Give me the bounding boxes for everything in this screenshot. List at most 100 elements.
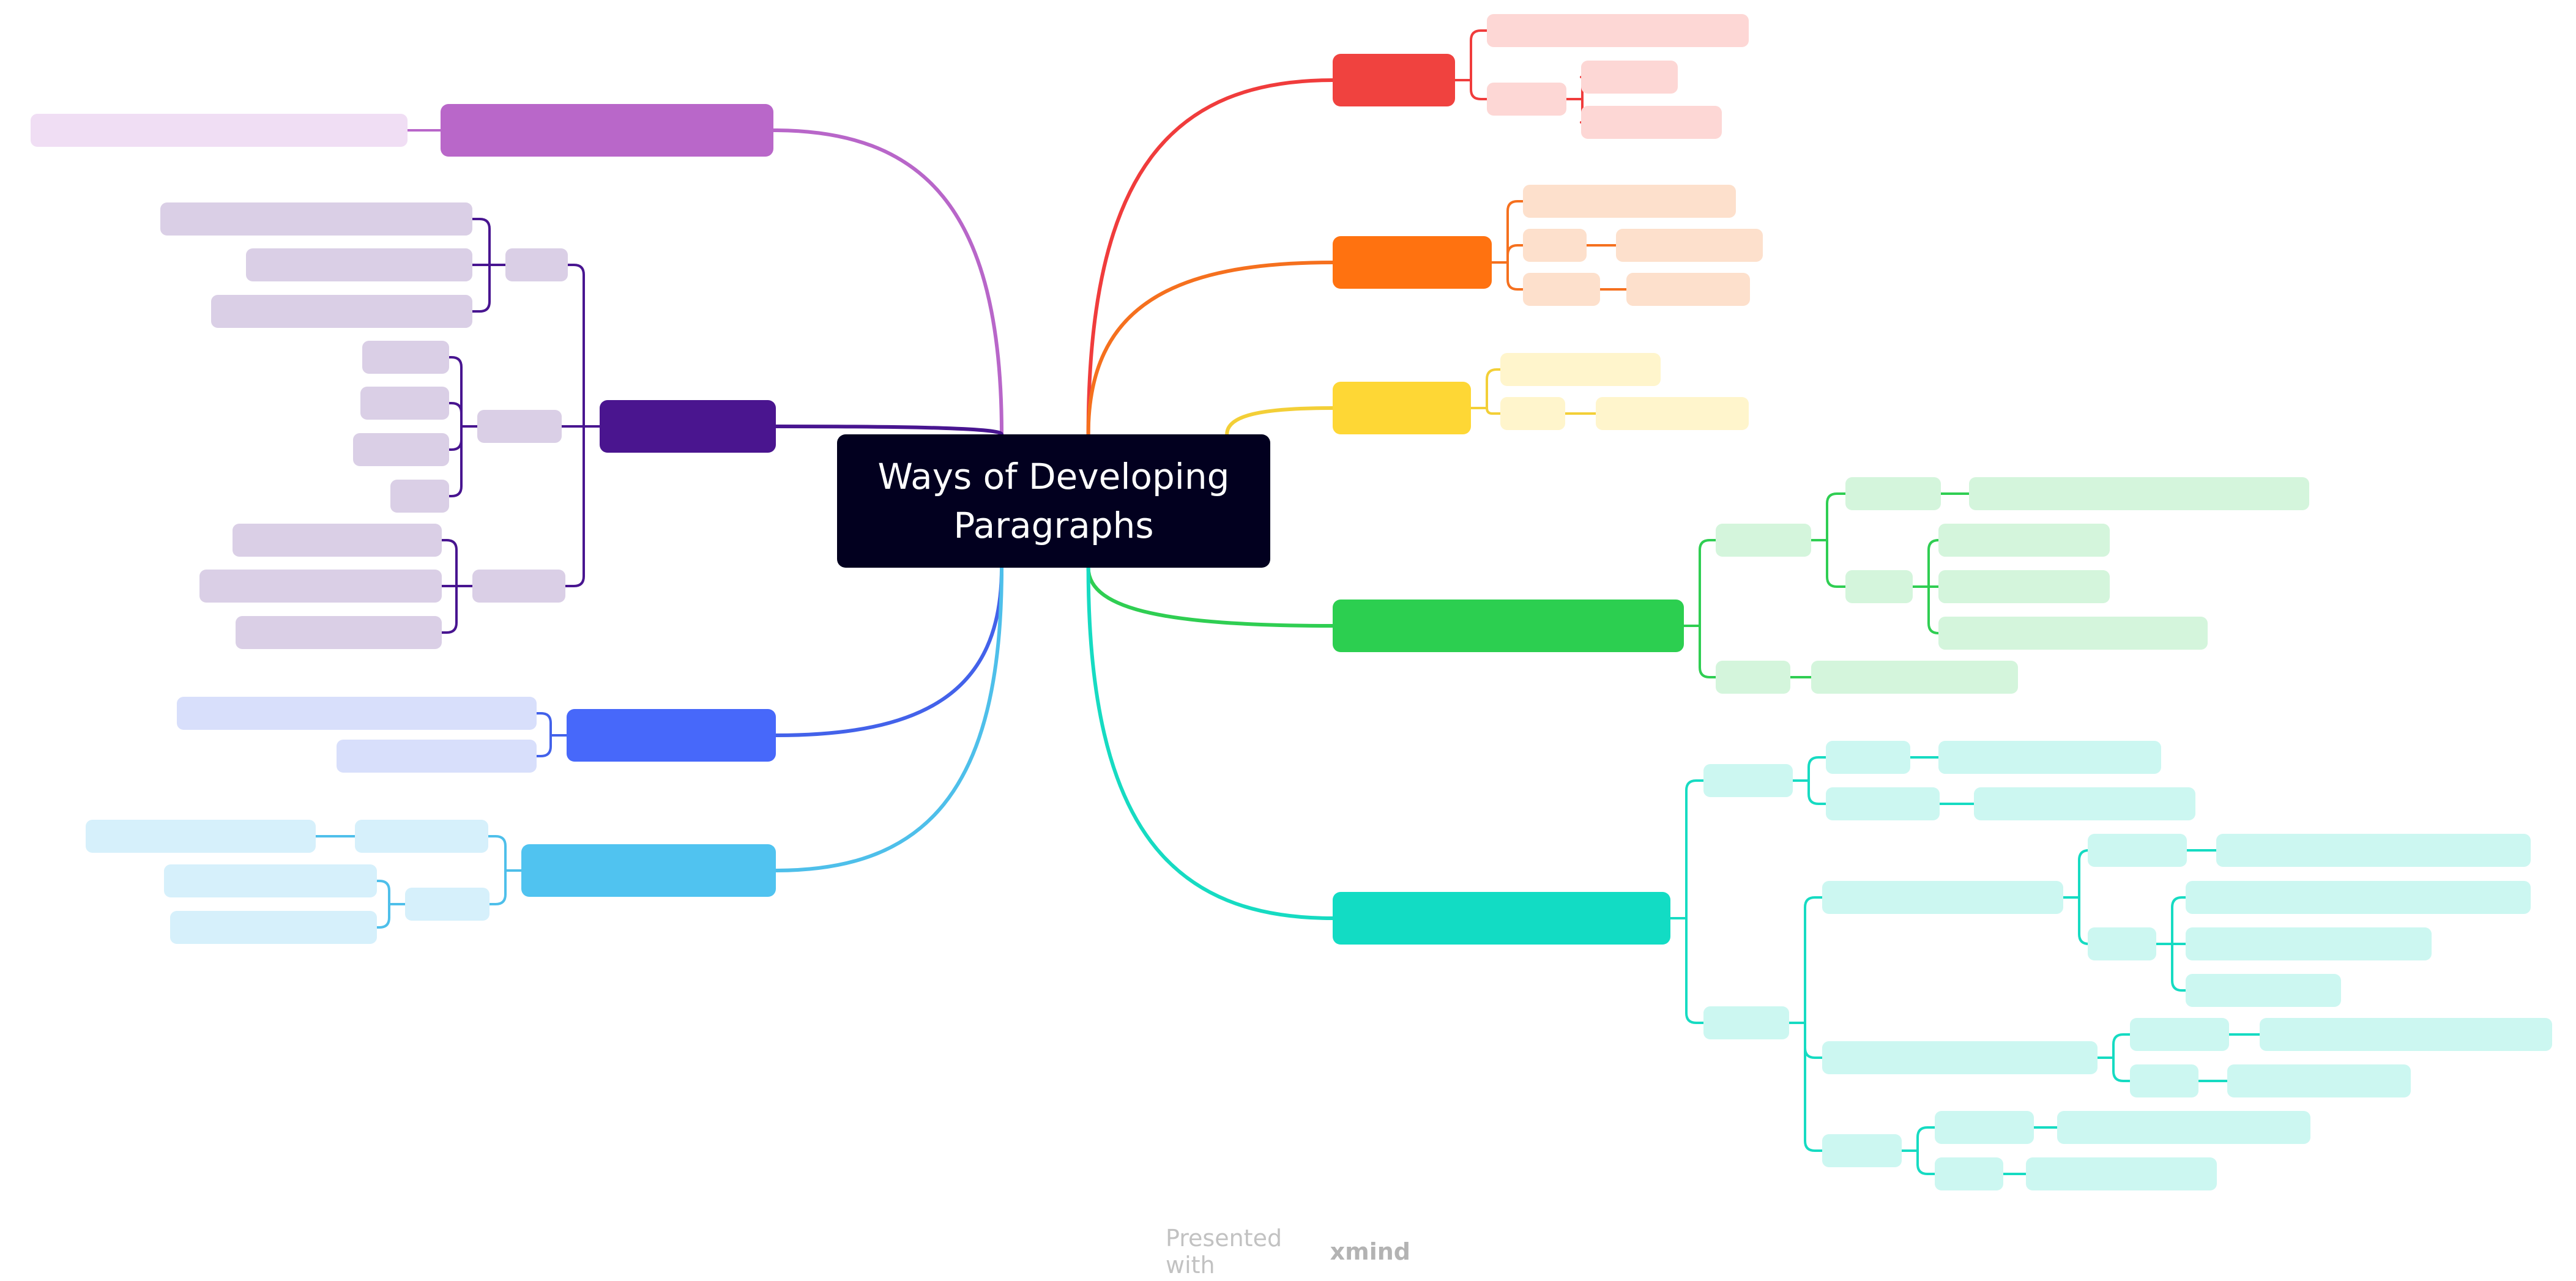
branch-by-comparison-and-contrast[interactable]: [1333, 892, 1670, 945]
subtopic-recount-a-event[interactable]: [1581, 106, 1722, 139]
connector-branches-4-children-1-children-0-children-1-link: [2171, 943, 2187, 992]
subtopic-tell-a-story[interactable]: [1581, 61, 1678, 94]
connector-branches-2-link: [1486, 407, 1502, 415]
subtopic-scene[interactable]: [1500, 397, 1565, 430]
connector-branches-8-link: [488, 869, 507, 905]
subtopic-support-topic-sentences[interactable]: [1811, 661, 2018, 694]
subtopic-specific-to-general[interactable]: [1938, 570, 2110, 603]
subtopic-definition[interactable]: [2088, 834, 2187, 867]
subtopic-sounding-reasoning-or-logic[interactable]: [86, 820, 316, 853]
subtopic-illustration[interactable]: [1716, 524, 1811, 557]
subtopic-discuss-points-of-things-one-by-one[interactable]: [2260, 1018, 2552, 1051]
subtopic-present-tense[interactable]: [1626, 273, 1750, 306]
subtopic-definition[interactable]: [1703, 764, 1793, 797]
connector-branches-8-link: [487, 835, 507, 872]
subtopic-contrast[interactable]: [1826, 741, 1910, 774]
subtopic-not-many-but-complex-points[interactable]: [2186, 927, 2432, 960]
subtopic-block-contrast-comparison[interactable]: [1822, 881, 2063, 914]
subtopic-describe-a-place[interactable]: [1596, 397, 1749, 430]
main-connector-process: [1086, 261, 1335, 436]
subtopic-scene[interactable]: [2088, 927, 2156, 960]
connector-branches-4-children-1-children-1-link: [2112, 1056, 2131, 1082]
branch-by-process[interactable]: [1333, 236, 1492, 289]
subtopic-order[interactable]: [1845, 570, 1913, 603]
subtopic-analogy[interactable]: [1822, 1134, 1902, 1167]
subtopic-parallelism-is-important[interactable]: [337, 740, 537, 773]
subtopic-a-cause-some-effects[interactable]: [170, 911, 377, 944]
subtopic-unfamiliar-to-most-readers[interactable]: [246, 248, 472, 281]
connector-branches-6-children-2-link: [441, 539, 458, 587]
main-connector-definition: [774, 425, 1004, 436]
connector-branches-1-link: [1506, 261, 1524, 291]
subtopic-scene[interactable]: [1523, 229, 1587, 262]
connector-branches-0-link: [1470, 29, 1488, 81]
subtopic-two-or-three-of-these-methods-in-a-paragraph[interactable]: [31, 114, 408, 147]
subtopic-alternating-contrast-comparison[interactable]: [1822, 1041, 2098, 1074]
subtopic-causal-analysis[interactable]: [355, 820, 488, 853]
subtopic-scene[interactable]: [2130, 1064, 2198, 1097]
connector-branches-3-link: [1699, 539, 1717, 627]
subtopic-give-instructions[interactable]: [1616, 229, 1763, 262]
branch-by-space[interactable]: [1333, 382, 1471, 434]
subtopic-sentence[interactable]: [360, 387, 449, 420]
subtopic-essay[interactable]: [390, 480, 449, 513]
subtopic-methods[interactable]: [477, 410, 562, 443]
subtopic-a-single-example-or-a-series-of-examples[interactable]: [1969, 477, 2309, 510]
main-connector-time: [1086, 78, 1335, 436]
subtopic-principles[interactable]: [472, 570, 565, 603]
subtopic-scene[interactable]: [505, 248, 568, 281]
subtopic-scene[interactable]: [1716, 661, 1790, 694]
subtopic-early-things-before-later-things[interactable]: [1487, 14, 1749, 47]
connector-branches-1-link: [1506, 244, 1524, 264]
subtopic-paragraph[interactable]: [353, 433, 449, 466]
connector-branches-4-children-1-children-2-link: [1916, 1126, 1936, 1152]
subtopic-scene[interactable]: [1935, 1157, 2003, 1190]
subtopic-difference-between-things[interactable]: [1938, 741, 2161, 774]
subtopic-general-to-specific[interactable]: [1938, 524, 2110, 557]
subtopic-definition[interactable]: [1935, 1111, 2034, 1144]
connector-branches-6-children-2-link: [441, 585, 458, 634]
subtopic-synonym[interactable]: [362, 341, 449, 374]
branch-by-combination-of-methods[interactable]: [441, 104, 773, 157]
subtopic-avoid-long-lists-of-synonyms[interactable]: [199, 570, 442, 603]
subtopic-feature[interactable]: [1523, 273, 1600, 306]
subtopic-avoid-loaded-definitions[interactable]: [236, 616, 442, 649]
subtopic-an-effect-some-causes[interactable]: [164, 864, 377, 897]
subtopic-tell-different-features[interactable]: [2227, 1064, 2411, 1097]
branch-by-time[interactable]: [1333, 54, 1455, 106]
subtopic-likeness-between-unlike-things[interactable]: [2057, 1111, 2310, 1144]
subtopic-points-of-similarities-differences-in-depth[interactable]: [2186, 881, 2531, 914]
subtopic-definition[interactable]: [1845, 477, 1941, 510]
connector-branches-7-link: [535, 712, 552, 737]
connector-branches-7-link: [535, 734, 552, 757]
subtopic-methods[interactable]: [1703, 1006, 1789, 1039]
subtopic-sort-in-categories-according-characteristics[interactable]: [177, 697, 537, 730]
subtopic-avoid-circular-definitions[interactable]: [233, 524, 442, 557]
connector-branches-2-link: [1486, 368, 1502, 409]
subtopic-comparision[interactable]: [1826, 787, 1940, 820]
subtopic-explain-abstract-ideas[interactable]: [2026, 1157, 2217, 1190]
watermark: Presented with xmind: [1166, 1225, 1410, 1279]
subtopic-avoid-confusion-or-misunderstanding[interactable]: [160, 202, 472, 236]
subtopic-space-relationship[interactable]: [1500, 353, 1661, 386]
connector-branches-6-children-0-link: [471, 218, 491, 266]
connector-branches-6-link: [567, 264, 585, 428]
subtopic-step-by-step-description[interactable]: [1523, 185, 1736, 218]
branch-by-cause-and-effect[interactable]: [521, 844, 776, 897]
central-topic[interactable]: Ways of Developing Paragraphs: [837, 434, 1270, 568]
subtopic-much-explanation[interactable]: [2186, 974, 2341, 1007]
branch-by-classfication[interactable]: [567, 709, 776, 762]
connector-branches-6-children-1-link: [448, 425, 463, 497]
subtopic-climactic-increasing-importance[interactable]: [1938, 617, 2208, 650]
subtopic-definition[interactable]: [2130, 1018, 2229, 1051]
connector-branches-6-children-1-link: [448, 425, 463, 451]
subtopic-similarities-between-things[interactable]: [1974, 787, 2195, 820]
subtopic-scene[interactable]: [1487, 83, 1566, 116]
subtopic-thoroughly-examine-things-one-by-one[interactable]: [2216, 834, 2531, 867]
subtopic-methods[interactable]: [405, 888, 490, 921]
connector-branches-4-link: [1685, 917, 1705, 1024]
branch-by-definition[interactable]: [600, 400, 776, 453]
subtopic-open-to-various-interpretations[interactable]: [211, 295, 472, 328]
branch-by-example-or-generalization[interactable]: [1333, 600, 1684, 652]
main-connector-comparison: [1086, 566, 1335, 920]
